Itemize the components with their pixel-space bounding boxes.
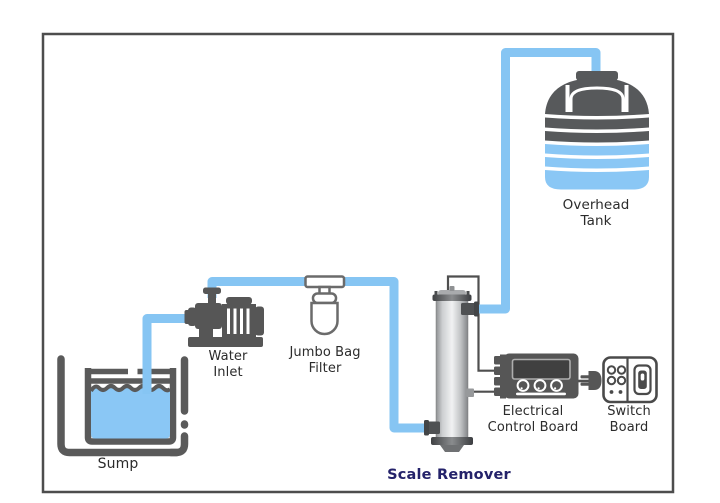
pipe-pump-to-filter-to-scale-remover — [207, 277, 437, 433]
jumbo-bag-filter-icon — [304, 275, 346, 336]
power-plug-icon — [580, 371, 602, 390]
socket-hole — [616, 375, 627, 386]
scale-remover-sensor-stub — [466, 388, 474, 397]
pipes — [142, 48, 601, 433]
sump-water — [91, 386, 170, 439]
control-board-knob — [533, 379, 547, 392]
switch-board-icon — [602, 356, 658, 404]
sump-icon — [57, 355, 189, 457]
socket-hole — [606, 375, 617, 386]
scale-remover-outlet-port — [461, 303, 476, 315]
socket-hole — [616, 365, 627, 375]
overhead-tank-label: Overhead Tank — [562, 197, 630, 229]
sump-label: Sump — [97, 456, 139, 472]
overhead-tank-icon — [545, 71, 649, 190]
pipe-sump-to-pump — [142, 314, 191, 394]
electrical-control-board-label: Electrical Control Board — [487, 404, 579, 435]
electrical-control-board-icon — [494, 353, 579, 399]
jumbo-bag-filter-label: Jumbo Bag Filter — [289, 345, 361, 376]
socket-hole — [606, 365, 617, 375]
water-inlet-label: Water Inlet — [208, 349, 248, 380]
wire-scale-remover-top-to-control-board — [446, 275, 500, 372]
scale-remover-inlet-port — [427, 421, 440, 434]
scale-remover-icon — [424, 286, 479, 452]
control-board-knob — [550, 379, 563, 392]
switch-board-label: Switch Board — [607, 404, 651, 435]
water-inlet-pump-icon — [184, 287, 264, 347]
pipe-scale-remover-to-overhead-tank — [462, 48, 601, 314]
control-board-display — [511, 358, 571, 380]
scale-remover-title: Scale Remover — [387, 467, 511, 483]
control-board-knob — [516, 379, 530, 392]
